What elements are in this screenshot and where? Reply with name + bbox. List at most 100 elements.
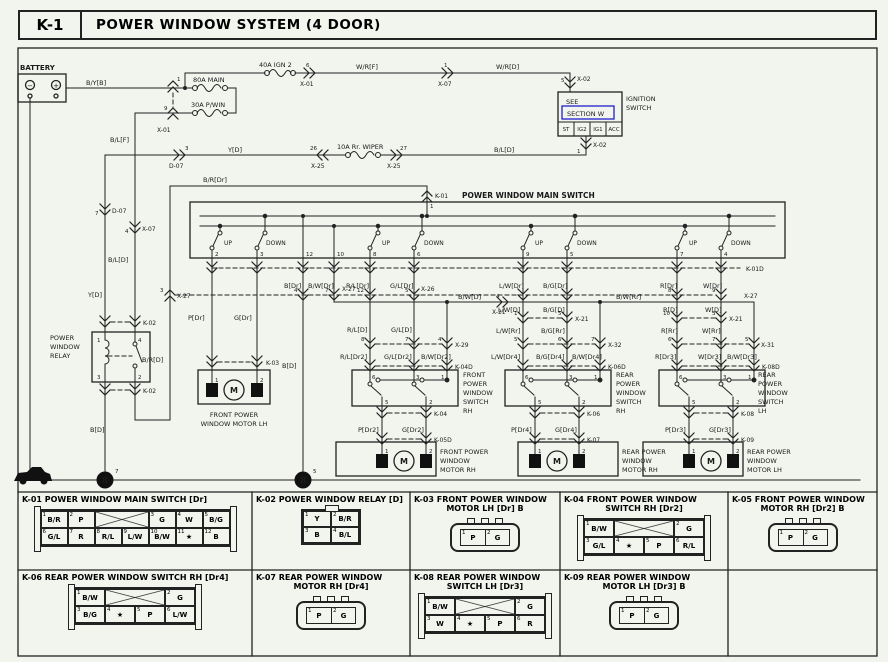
connector-arrow-icon	[129, 221, 141, 234]
wire-label: B/L[D]	[108, 256, 128, 264]
wire-label: R/L[D]	[347, 326, 367, 334]
pin-number: 7	[405, 337, 409, 343]
diagram-label: IG1	[593, 127, 602, 133]
wire-label: B/G[D]	[543, 306, 565, 314]
diagram-label: 5	[692, 400, 696, 406]
diagram-label: 4	[138, 338, 142, 344]
connector-name: X-01	[157, 127, 171, 134]
section-link-label: SECTION W	[567, 110, 605, 118]
connector-arrow-icon	[129, 383, 141, 396]
pin-number: 12	[357, 288, 364, 294]
connector-arrow-icon	[408, 261, 420, 274]
connector-name: X-01	[300, 81, 314, 88]
diagram-label: M	[400, 457, 408, 466]
connector-arrow-icon	[561, 261, 573, 274]
motor-symbols	[197, 369, 744, 477]
crossed-cell	[94, 511, 149, 528]
diagram-label: POWER	[616, 380, 641, 388]
connector-arrow-icon	[683, 432, 695, 445]
connector-name: K-02	[143, 388, 156, 395]
wire-label: R/L[Dr]	[346, 282, 369, 290]
connector-name: X-07	[142, 226, 156, 233]
door-switch-boxes	[351, 369, 766, 407]
wires	[29, 72, 861, 481]
connector-arrow-icon	[683, 406, 695, 419]
connector-name: X-07	[438, 81, 452, 88]
pin-number: 8	[668, 288, 672, 294]
pin-number: 27	[400, 146, 407, 152]
diagram-label: 3	[569, 375, 573, 381]
pin-number: 6	[668, 337, 672, 343]
wire-label: B/G[Dr]	[543, 282, 567, 290]
connector-arrow-icon	[529, 406, 541, 419]
pin-number: 5	[745, 337, 749, 343]
pin-number: 1	[514, 311, 518, 317]
pin-number: 1	[430, 204, 434, 210]
wire-label: B/W[Dr]	[308, 282, 334, 290]
wire-label: Y[D]	[227, 146, 242, 154]
diagram-label: SWITCH	[616, 398, 642, 406]
connector-name: K-01D	[746, 266, 764, 273]
diagram-label: 5	[313, 469, 317, 475]
connector-name: K-04	[434, 411, 447, 418]
diagram-label: WINDOW	[622, 457, 652, 465]
diagram-label: 3	[723, 375, 727, 381]
diagram-label: 1	[594, 375, 598, 381]
diagram-label: 1	[385, 449, 389, 455]
wire-label: W/R[F]	[356, 63, 378, 71]
connector-arrow-icon	[297, 288, 309, 301]
connector-name: K-04D	[455, 364, 473, 371]
pin-number: 4	[496, 294, 500, 300]
diagram-label: 6	[372, 375, 376, 381]
diagram-label: WINDOW	[440, 457, 470, 465]
diagram-label: 2	[736, 449, 740, 455]
connector-name: X-02	[577, 76, 591, 83]
wire-label: L/W[Rr]	[496, 327, 521, 335]
section-w-link-box[interactable]	[561, 105, 615, 120]
wire-label: B/L[F]	[110, 136, 129, 144]
connector-arrow-icon	[364, 359, 376, 372]
connector-name: X-25	[387, 163, 401, 170]
main-switch-label: POWER WINDOW MAIN SWITCH	[462, 191, 595, 200]
connector-arrow-icon	[167, 107, 179, 120]
diagram-label: 12	[306, 252, 313, 258]
connector-arrow-icon	[671, 261, 683, 274]
connector-arrow-icon	[517, 311, 529, 324]
wire-label: G/L[Dr]	[390, 282, 414, 290]
connector-pin: 4★	[105, 606, 135, 623]
diagram-label: 3	[260, 252, 264, 258]
power-window-main-switch	[189, 201, 786, 259]
wire-label: L/W[Dr]	[499, 282, 524, 290]
wire-label: P[Dr3]	[665, 426, 686, 434]
connector-name: K-06	[587, 411, 600, 418]
diagram-label: UP	[535, 240, 543, 247]
connector-name: D-07	[112, 208, 127, 215]
connector-pin: 11★	[175, 528, 203, 545]
connector-pinout-empty	[728, 570, 877, 656]
diagram-label: WINDOW	[747, 457, 777, 465]
wire-label: P[Dr2]	[358, 426, 379, 434]
